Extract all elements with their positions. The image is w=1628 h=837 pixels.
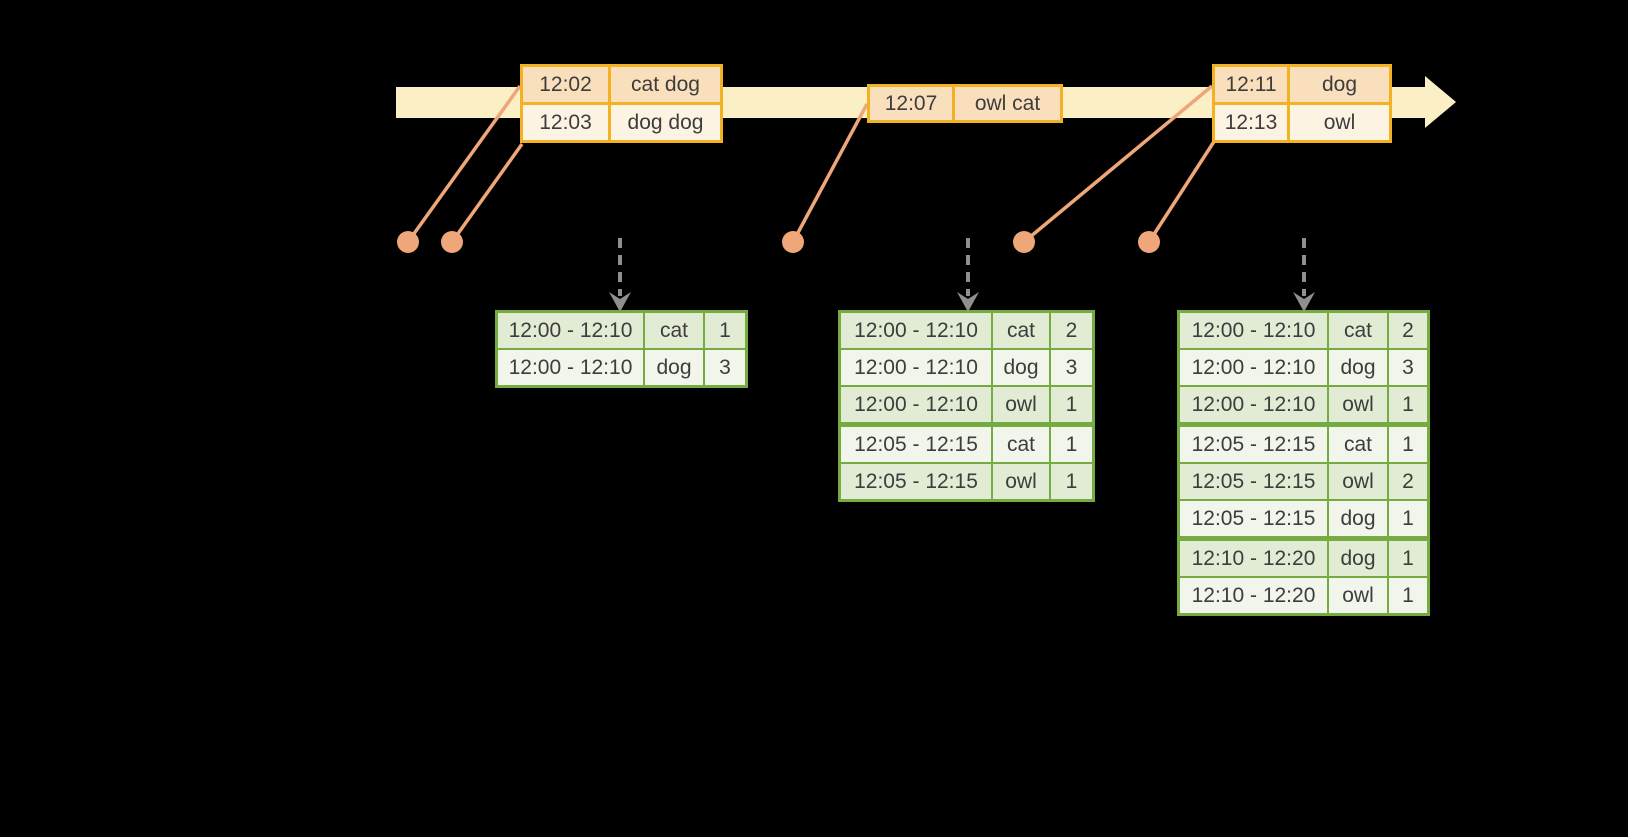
table-row: 12:00 - 12:10 dog 3 (841, 350, 1092, 385)
event-words: owl cat (955, 87, 1060, 120)
table-row: 12:00 - 12:10 dog 3 (498, 350, 745, 385)
window-cell: 12:05 - 12:15 (1180, 464, 1327, 499)
event-row: 12:07 owl cat (870, 87, 1060, 120)
event-row: 12:03 dog dog (523, 105, 720, 140)
word-cell: cat (645, 313, 703, 348)
word-cell: owl (1329, 387, 1387, 422)
event-box-3: 12:11 dog 12:13 owl (1212, 64, 1392, 143)
word-cell: dog (993, 350, 1049, 385)
window-cell: 12:05 - 12:15 (841, 464, 991, 499)
event-marker-dot-icon (1013, 231, 1035, 253)
window-cell: 12:00 - 12:10 (1180, 387, 1327, 422)
event-words: dog dog (611, 105, 720, 140)
trigger-arrow-icon (957, 238, 979, 312)
count-cell: 3 (1389, 350, 1427, 385)
count-cell: 3 (1051, 350, 1092, 385)
count-cell: 3 (705, 350, 745, 385)
count-cell: 1 (1051, 387, 1092, 422)
event-marker-dot-icon (1138, 231, 1160, 253)
result-table-3: 12:00 - 12:10 cat 2 12:00 - 12:10 dog 3 … (1177, 310, 1430, 616)
table-row: 12:00 - 12:10 cat 2 (1180, 313, 1427, 348)
count-cell: 2 (1389, 313, 1427, 348)
window-cell: 12:00 - 12:10 (841, 387, 991, 422)
table-row: 12:05 - 12:15 cat 1 (841, 427, 1092, 462)
timeline-arrowhead-icon (1425, 76, 1456, 128)
table-row: 12:00 - 12:10 owl 1 (1180, 387, 1427, 422)
window-cell: 12:10 - 12:20 (1180, 541, 1327, 576)
window-cell: 12:00 - 12:10 (498, 350, 643, 385)
event-words: owl (1290, 105, 1389, 140)
count-cell: 1 (1051, 427, 1092, 462)
window-cell: 12:05 - 12:15 (1180, 501, 1327, 536)
word-cell: cat (993, 313, 1049, 348)
event-marker-dot-icon (782, 231, 804, 253)
event-connector-line (1147, 139, 1217, 243)
table-row: 12:00 - 12:10 cat 1 (498, 313, 745, 348)
word-cell: dog (1329, 350, 1387, 385)
word-cell: owl (993, 464, 1049, 499)
event-marker-dot-icon (397, 231, 419, 253)
window-cell: 12:05 - 12:15 (1180, 427, 1327, 462)
count-cell: 2 (1051, 313, 1092, 348)
word-cell: cat (1329, 427, 1387, 462)
word-cell: owl (1329, 464, 1387, 499)
window-cell: 12:00 - 12:10 (1180, 350, 1327, 385)
event-box-1: 12:02 cat dog 12:03 dog dog (520, 64, 723, 143)
word-cell: owl (993, 387, 1049, 422)
word-cell: owl (1329, 578, 1387, 613)
event-time: 12:03 (523, 105, 608, 140)
event-time: 12:07 (870, 87, 952, 120)
window-cell: 12:00 - 12:10 (841, 350, 991, 385)
event-words: cat dog (611, 67, 720, 102)
word-cell: cat (1329, 313, 1387, 348)
window-cell: 12:00 - 12:10 (841, 313, 991, 348)
word-cell: dog (645, 350, 703, 385)
count-cell: 1 (1389, 387, 1427, 422)
table-row: 12:10 - 12:20 dog 1 (1180, 541, 1427, 576)
count-cell: 1 (1389, 578, 1427, 613)
count-cell: 1 (705, 313, 745, 348)
trigger-arrow-icon (1293, 238, 1315, 312)
table-row: 12:10 - 12:20 owl 1 (1180, 578, 1427, 613)
count-cell: 1 (1389, 427, 1427, 462)
window-cell: 12:00 - 12:10 (498, 313, 643, 348)
event-row: 12:02 cat dog (523, 67, 720, 102)
window-cell: 12:00 - 12:10 (1180, 313, 1327, 348)
event-row: 12:11 dog (1215, 67, 1389, 102)
event-connector-line (791, 103, 869, 243)
count-cell: 1 (1389, 501, 1427, 536)
table-row: 12:05 - 12:15 cat 1 (1180, 427, 1427, 462)
word-cell: dog (1329, 501, 1387, 536)
table-row: 12:00 - 12:10 cat 2 (841, 313, 1092, 348)
result-table-2: 12:00 - 12:10 cat 2 12:00 - 12:10 dog 3 … (838, 310, 1095, 502)
count-cell: 2 (1389, 464, 1427, 499)
table-row: 12:05 - 12:15 owl 2 (1180, 464, 1427, 499)
word-cell: dog (1329, 541, 1387, 576)
result-table-1: 12:00 - 12:10 cat 1 12:00 - 12:10 dog 3 (495, 310, 748, 388)
trigger-arrow-icon (609, 238, 631, 312)
event-time: 12:02 (523, 67, 608, 102)
word-cell: cat (993, 427, 1049, 462)
event-time: 12:11 (1215, 67, 1287, 102)
table-row: 12:05 - 12:15 owl 1 (841, 464, 1092, 499)
table-row: 12:00 - 12:10 owl 1 (841, 387, 1092, 422)
event-words: dog (1290, 67, 1389, 102)
event-box-2: 12:07 owl cat (867, 84, 1063, 123)
table-row: 12:00 - 12:10 dog 3 (1180, 350, 1427, 385)
event-time: 12:13 (1215, 105, 1287, 140)
window-cell: 12:05 - 12:15 (841, 427, 991, 462)
count-cell: 1 (1051, 464, 1092, 499)
table-row: 12:05 - 12:15 dog 1 (1180, 501, 1427, 536)
window-cell: 12:10 - 12:20 (1180, 578, 1327, 613)
event-connector-line (450, 142, 524, 244)
count-cell: 1 (1389, 541, 1427, 576)
event-row: 12:13 owl (1215, 105, 1389, 140)
event-marker-dot-icon (441, 231, 463, 253)
